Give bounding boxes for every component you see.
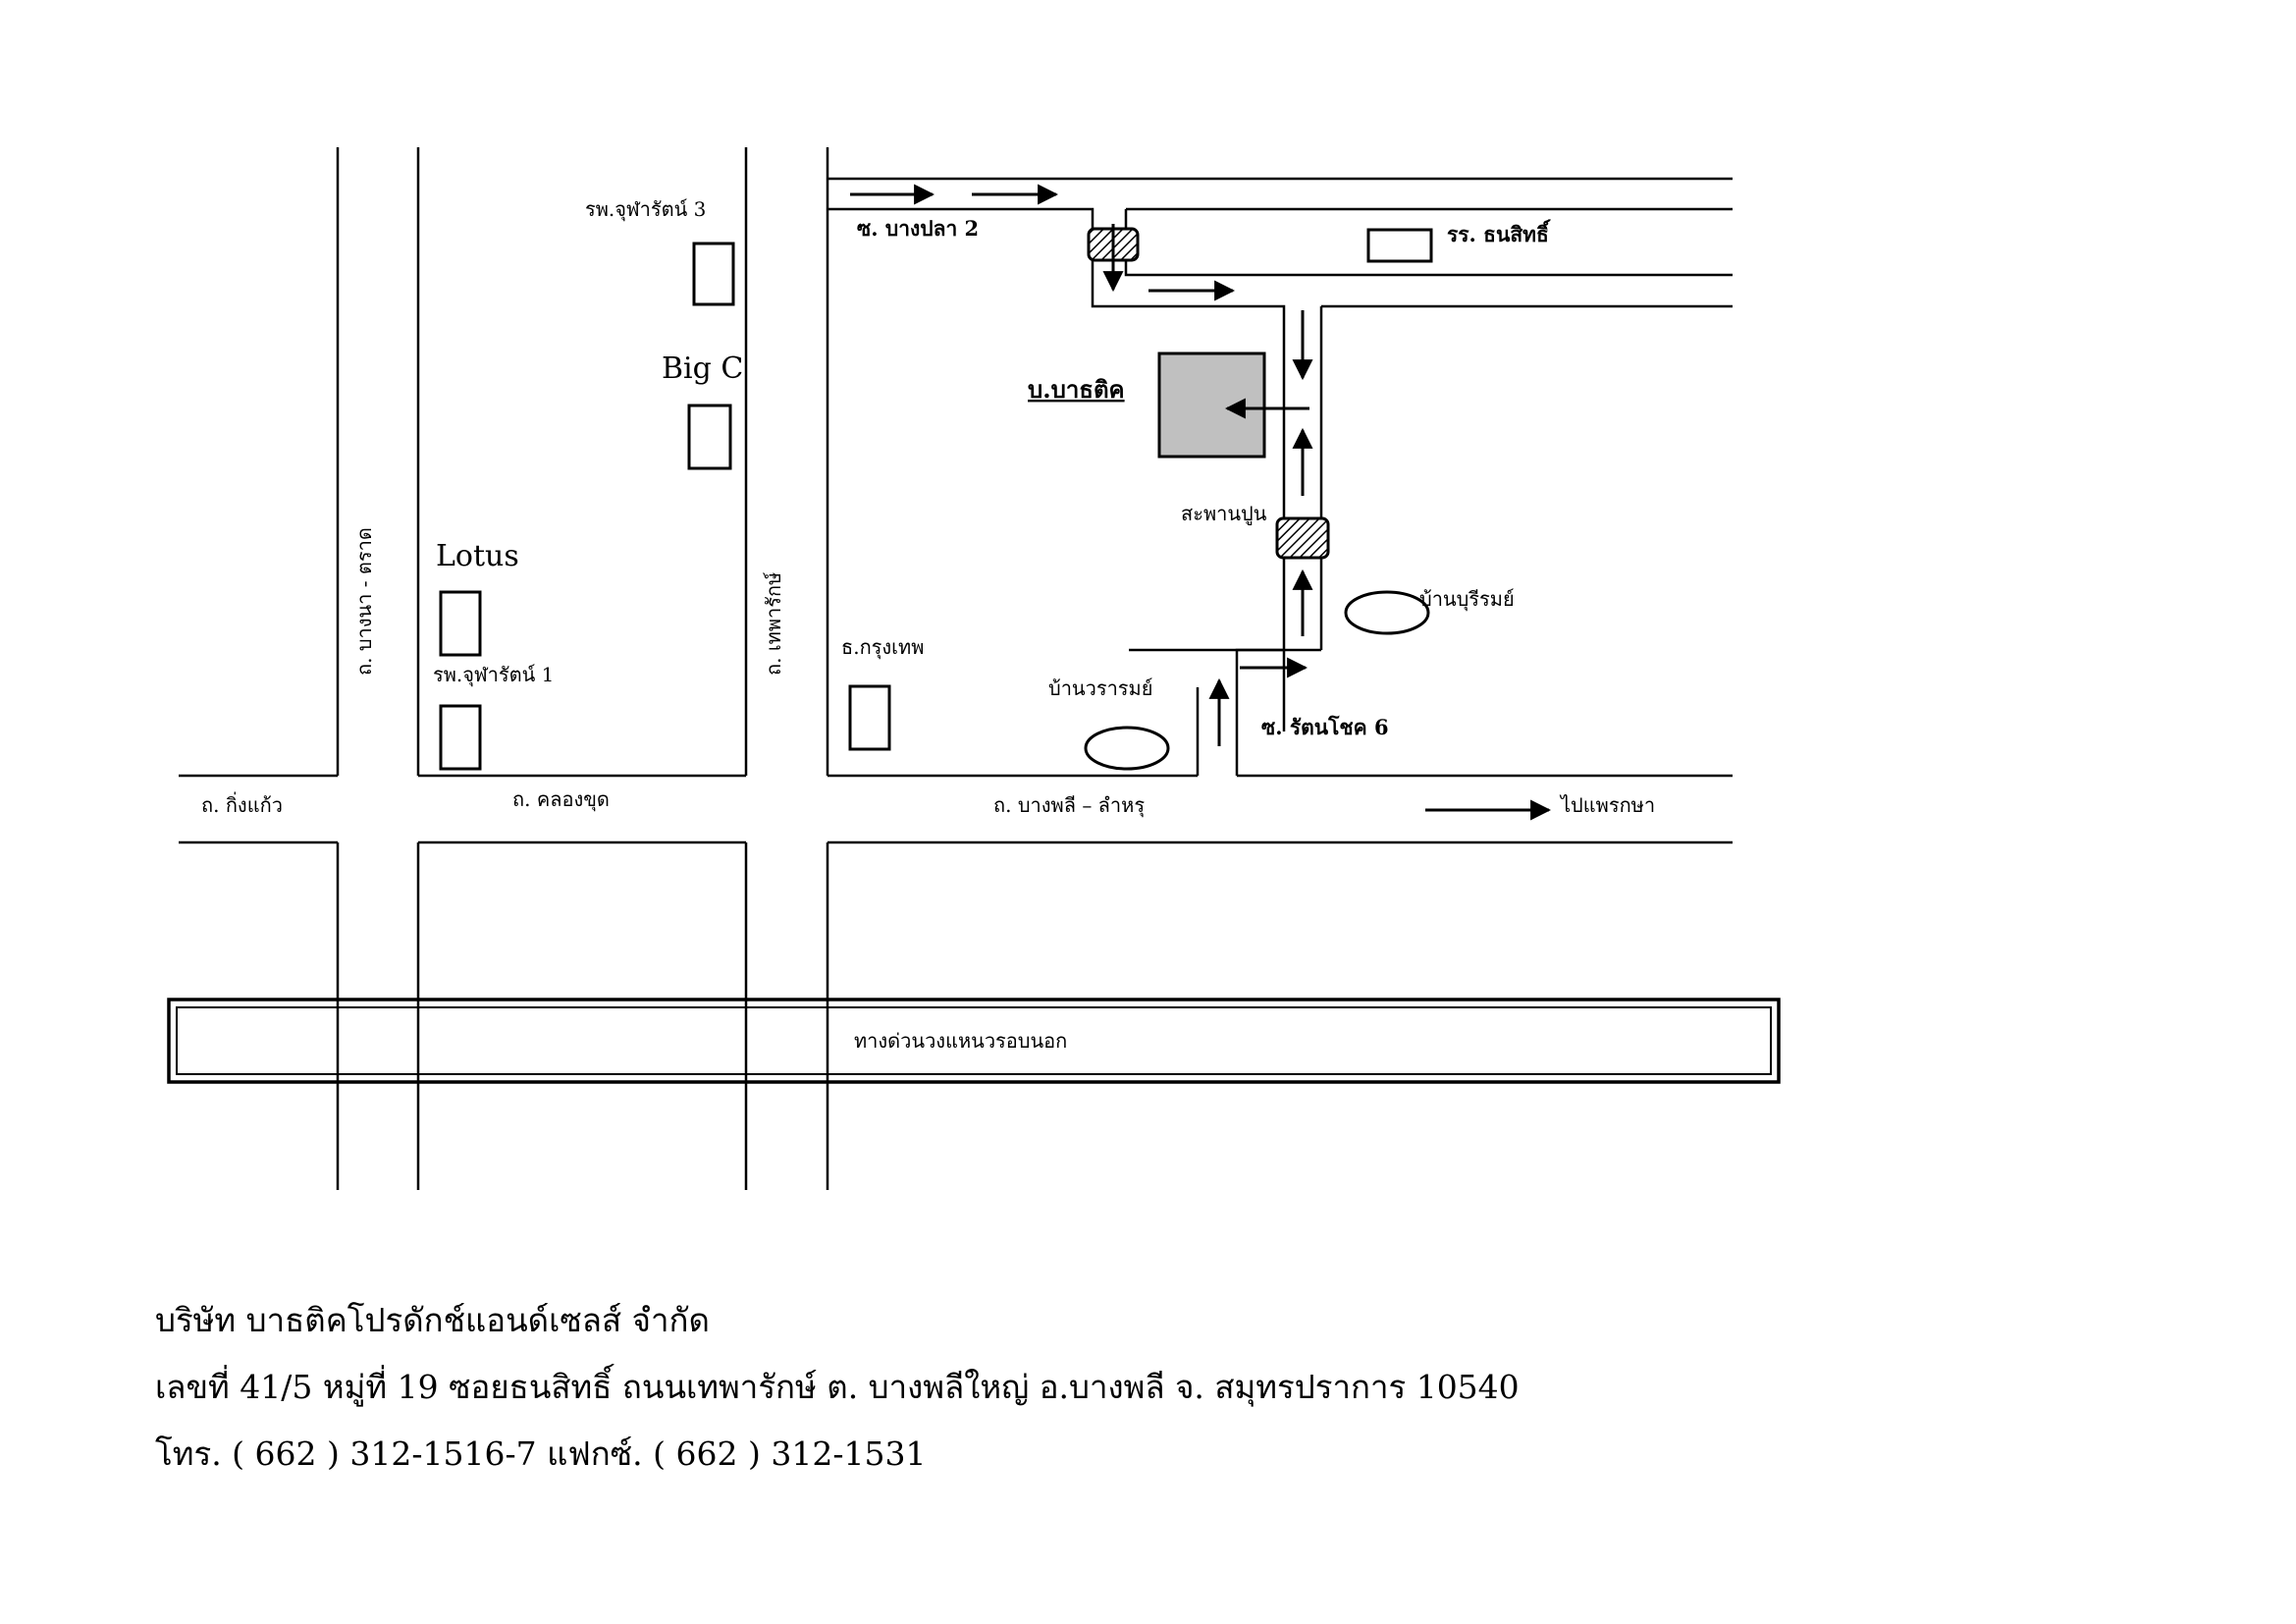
label-ban-wararom: บ้านวรารมย์ bbox=[1048, 677, 1152, 700]
road-ring-road-outer bbox=[167, 998, 1781, 1084]
company-contact: โทร. ( 662 ) 312-1516-7 แฟกซ์. ( 662 ) 3… bbox=[155, 1435, 927, 1473]
building-chularat-3 bbox=[692, 242, 735, 306]
building-school bbox=[1366, 228, 1433, 263]
label-soi-rattanachot-6: ซ. รัตนโชค 6 bbox=[1261, 715, 1389, 739]
landmark-buildings bbox=[439, 228, 1433, 771]
label-soi-bangpla-2: ซ. บางปลา 2 bbox=[857, 216, 979, 241]
company-address: เลขที่ 41/5 หมู่ที่ 19 ซอยธนสิทธิ์ ถนนเท… bbox=[155, 1368, 1520, 1406]
road-soi-rattanachot-lower bbox=[1235, 648, 1321, 776]
building-bangkok-bank bbox=[848, 684, 891, 751]
label-big-c: Big C bbox=[662, 352, 743, 386]
label-chularat-1: รพ.จุฬารัตน์ 1 bbox=[433, 663, 554, 687]
building-lotus bbox=[439, 590, 482, 657]
label-bridge: สะพานปูน bbox=[1181, 502, 1267, 526]
label-ring-road: ทางด่วนวงแหนวรอบนอก bbox=[854, 1029, 1067, 1053]
label-chularat-3: รพ.จุฬารัตน์ 3 bbox=[585, 197, 706, 222]
village-ban-wararom bbox=[1084, 726, 1170, 771]
direction-arrows bbox=[850, 184, 1552, 821]
label-bangkok-bank: ธ.กรุงเทพ bbox=[841, 635, 924, 660]
bridge-cement-icon bbox=[1275, 516, 1330, 560]
village-ban-buriram bbox=[1344, 590, 1430, 635]
label-khlongchut: ถ. คลองขุด bbox=[512, 787, 610, 812]
label-to-phraeksa: ไปแพรกษา bbox=[1559, 793, 1655, 817]
label-company: บ.บาธติค bbox=[1028, 375, 1125, 404]
label-school: รร. ธนสิทธิ์ bbox=[1447, 219, 1551, 246]
label-ban-buriram: บ้านบุรีรมย์ bbox=[1419, 587, 1515, 612]
building-big-c bbox=[687, 404, 732, 470]
label-kingkaeo: ถ. กิ่งแก้ว bbox=[201, 791, 283, 817]
road-network bbox=[167, 147, 1781, 1190]
company-name: บริษัท บาธติคโปรดักช์แอนด์เซลส์ จำกัด bbox=[155, 1301, 710, 1339]
label-bangna-trat: ถ. บางนา - ตราด bbox=[352, 527, 376, 676]
road-ring-road-inner bbox=[176, 1006, 1772, 1075]
label-bangphli-samrong: ถ. บางพลี – ลำหรุ bbox=[993, 793, 1145, 818]
building-chularat-1 bbox=[439, 704, 482, 771]
label-lotus: Lotus bbox=[436, 539, 519, 573]
building-company bbox=[1157, 352, 1266, 459]
label-theparak: ถ. เทพารักษ์ bbox=[762, 571, 785, 676]
